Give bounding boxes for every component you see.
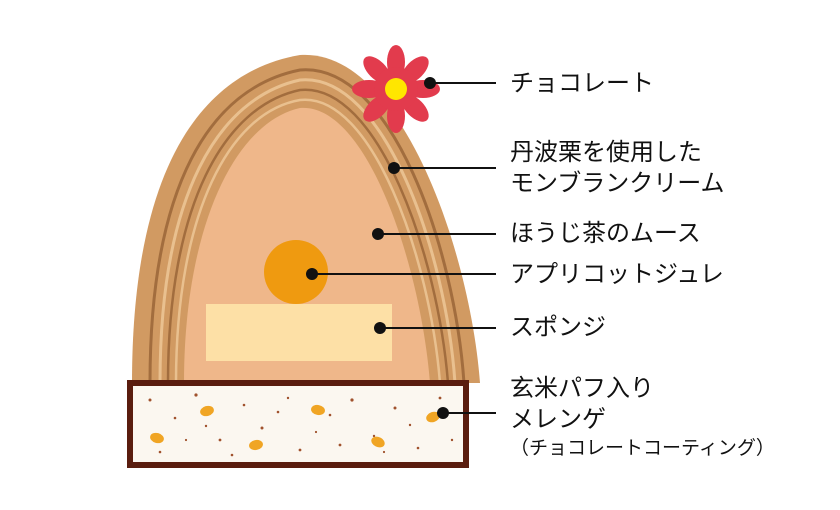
label-meringue-line2: メレンゲ (510, 405, 606, 433)
label-meringue-line1: 玄米パフ入り (510, 374, 654, 402)
montblanc-cream-stripe (166, 88, 450, 384)
label-chocolate-text: チョコレート (510, 69, 654, 97)
meringue-base (127, 380, 469, 468)
label-montblanc-cream: 丹波栗を使用した モンブランクリーム (510, 137, 725, 199)
apricot-jelly (264, 240, 328, 304)
label-hojicha-text: ほうじ茶のムース (510, 219, 701, 247)
montblanc-cream-stripe (174, 98, 442, 384)
montblanc-cream-stripe (148, 68, 466, 384)
rice-puffs (150, 404, 440, 451)
sponge-layer (206, 304, 392, 361)
chocolate-flower-decoration (352, 45, 440, 133)
label-sponge-text: スポンジ (510, 313, 606, 341)
label-chocolate: チョコレート (510, 68, 654, 99)
montblanc-cream-stripe (158, 78, 457, 384)
label-apricot-jelly: アプリコットジュレ (510, 259, 724, 290)
label-meringue: 玄米パフ入り メレンゲ （チョコレートコーティング） (510, 373, 775, 461)
meringue-speckles (148, 393, 454, 457)
leader-lines (306, 77, 496, 419)
label-hojicha-mousse: ほうじ茶のムース (510, 218, 701, 249)
label-montblanc-line1: 丹波栗を使用した (510, 138, 702, 166)
label-montblanc-line2: モンブランクリーム (510, 169, 725, 197)
label-meringue-line3: （チョコレートコーティング） (510, 437, 775, 459)
label-sponge: スポンジ (510, 312, 606, 343)
label-apricot-text: アプリコットジュレ (510, 260, 724, 288)
